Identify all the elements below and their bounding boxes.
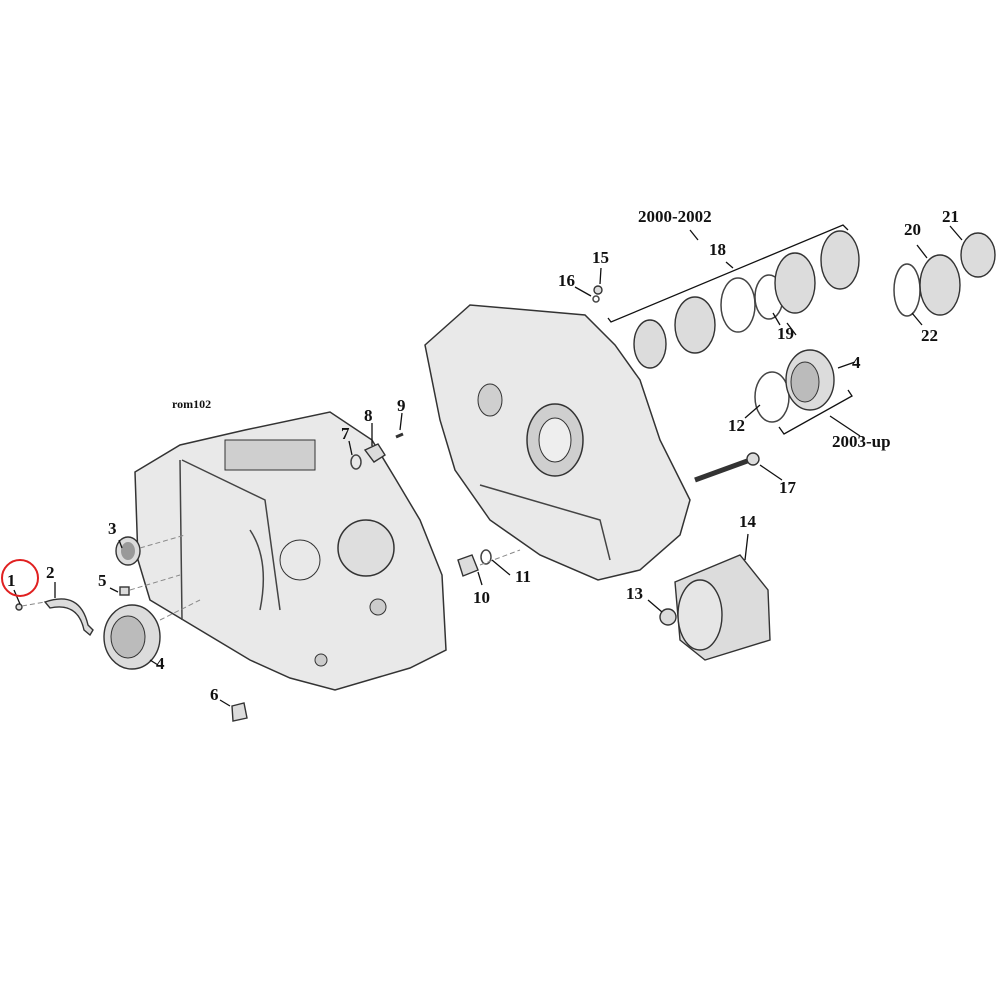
callout-12: 12 bbox=[728, 416, 745, 435]
callout-14: 14 bbox=[739, 512, 757, 531]
screw-part bbox=[15, 603, 23, 611]
group-label-2003-up: 2003-up bbox=[832, 432, 891, 451]
callout-13: 13 bbox=[626, 584, 643, 603]
highlight-circle bbox=[1, 559, 39, 597]
callout-21: 21 bbox=[942, 207, 959, 226]
bolt-part bbox=[694, 457, 751, 483]
callout-18: 18 bbox=[709, 240, 726, 259]
parts bbox=[15, 230, 996, 722]
callout-9: 9 bbox=[397, 396, 406, 415]
callout-6: 6 bbox=[210, 685, 219, 704]
brackets bbox=[13, 224, 963, 707]
callout-8: 8 bbox=[364, 406, 373, 425]
right-crankcase bbox=[424, 304, 691, 581]
sleeve-part bbox=[457, 554, 479, 577]
oil-line-part bbox=[43, 598, 94, 637]
callout-22: 22 bbox=[921, 326, 938, 345]
callout-1: 1 bbox=[7, 571, 16, 590]
callout-7: 7 bbox=[341, 424, 350, 443]
left-crankcase bbox=[134, 411, 447, 691]
o-ring-2-part bbox=[480, 549, 492, 565]
cage-bearing-part bbox=[633, 319, 667, 369]
callout-5: 5 bbox=[98, 571, 107, 590]
callout-20: 20 bbox=[904, 220, 921, 239]
callout-3: 3 bbox=[108, 519, 117, 538]
dowel-part bbox=[119, 586, 130, 596]
breather-part bbox=[363, 443, 386, 463]
callout-11: 11 bbox=[515, 567, 531, 586]
callout-19: 19 bbox=[777, 324, 794, 343]
callout-4: 4 bbox=[852, 353, 861, 372]
callout-4: 4 bbox=[156, 654, 165, 673]
fitting-part bbox=[659, 608, 677, 626]
callout-17: 17 bbox=[779, 478, 797, 497]
callout-16: 16 bbox=[558, 271, 575, 290]
callout-2: 2 bbox=[46, 563, 55, 582]
alignment-lines bbox=[21, 534, 521, 621]
o-ring-part bbox=[350, 454, 362, 470]
plug-part bbox=[231, 702, 248, 722]
reference-code: rom102 bbox=[172, 397, 211, 411]
pin-part bbox=[395, 432, 404, 439]
callout-15: 15 bbox=[592, 248, 609, 267]
callout-10: 10 bbox=[473, 588, 490, 607]
group-label-2000-2002: 2000-2002 bbox=[638, 207, 712, 226]
